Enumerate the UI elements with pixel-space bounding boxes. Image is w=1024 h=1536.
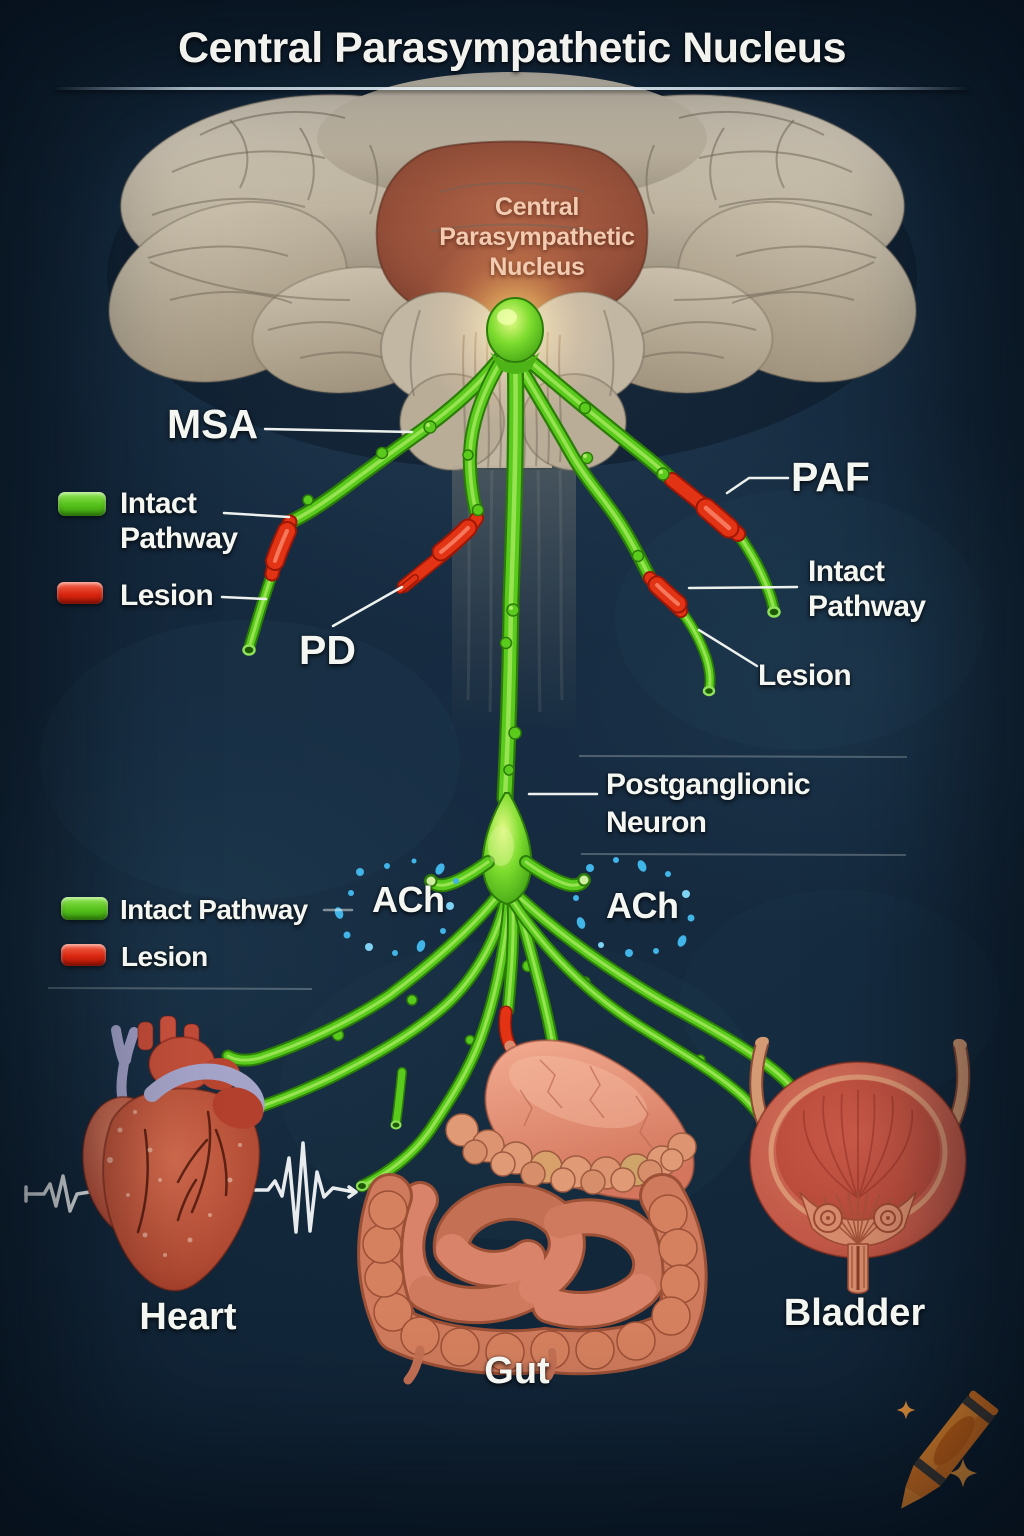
duodenum-band xyxy=(445,1113,697,1195)
crayon-icon xyxy=(896,1390,999,1509)
sparkle-icon xyxy=(896,1400,916,1420)
pathway-inner-right xyxy=(519,365,716,697)
cut-nerve-end xyxy=(767,606,781,618)
cut-nerve-end xyxy=(702,685,716,697)
bladder-illustration xyxy=(749,1036,971,1294)
callout-lines xyxy=(47,427,908,990)
brain-gyri xyxy=(147,111,401,365)
cut-nerve-end xyxy=(242,644,256,656)
appendix xyxy=(403,1345,425,1385)
pathway-msa xyxy=(242,352,506,656)
pathway-paf xyxy=(523,355,781,618)
nucleus-bulb xyxy=(486,297,544,374)
small-intestine xyxy=(387,1181,671,1329)
heart-illustration xyxy=(81,1015,265,1292)
gut-illustration xyxy=(357,1012,708,1385)
sparkle-icon xyxy=(948,1458,978,1488)
heart-speckles xyxy=(107,1110,242,1257)
postganglionic-neuron xyxy=(424,792,591,906)
cut-nerve-end xyxy=(356,1181,368,1191)
coronary-vessels xyxy=(136,1110,228,1234)
bladder-striations xyxy=(802,1090,914,1199)
fibers-to-gut xyxy=(357,900,556,1190)
msa-lesion xyxy=(272,522,290,574)
axon-terminal xyxy=(424,874,438,888)
ach-droplets-right xyxy=(573,857,695,957)
colon xyxy=(357,1173,708,1376)
axon-terminal xyxy=(577,873,591,887)
cut-nerve-end xyxy=(390,1120,402,1130)
ach-droplets-left xyxy=(334,858,459,956)
